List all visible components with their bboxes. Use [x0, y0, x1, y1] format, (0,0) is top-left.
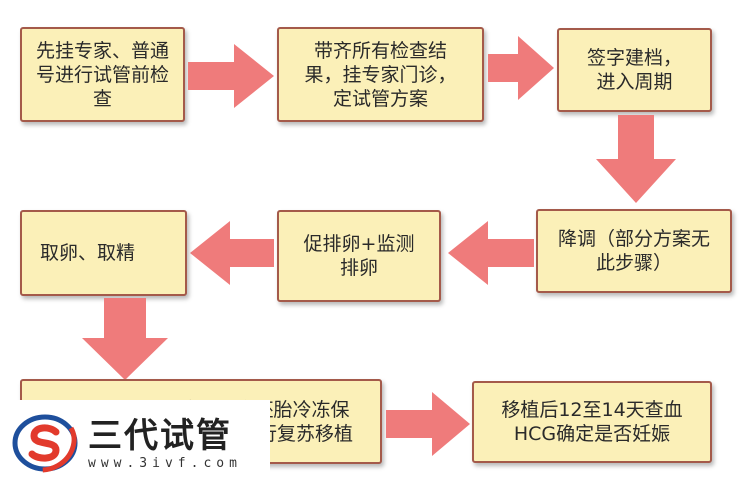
step-box-plan: 带齐所有检查结果，挂专家门诊，定试管方案: [277, 27, 484, 122]
arrow-down-1: [596, 115, 676, 203]
step-label: 降调（部分方案无此步骤）: [557, 228, 710, 274]
step-label: 先挂专家、普通号进行试管前检查: [35, 39, 169, 110]
arrow-right-1: [188, 44, 274, 108]
step-box-hcg-test: 移植后12至14天查血HCG确定是否妊娠: [472, 381, 712, 463]
step-box-stimulation: 促排卵+监测排卵: [277, 210, 441, 302]
step-label: 移植后12至14天查血HCG确定是否妊娠: [501, 399, 683, 445]
arrow-right-3: [386, 392, 470, 456]
watermark-logo: 三代试管 www.3ivf.com: [0, 400, 270, 486]
logo-url: www.3ivf.com: [88, 456, 242, 471]
arrow-right-2: [488, 36, 554, 100]
arrow-left-1: [448, 221, 534, 285]
step-box-downregulation: 降调（部分方案无此步骤）: [536, 209, 732, 293]
arrow-left-2: [190, 221, 274, 285]
logo-emblem-icon: [10, 408, 80, 482]
step-box-register: 签字建档，进入周期: [557, 28, 712, 112]
step-label: 带齐所有检查结果，挂专家门诊，定试管方案: [304, 39, 457, 110]
step-box-pre-ivf-exam: 先挂专家、普通号进行试管前检查: [20, 27, 185, 122]
step-label: 促排卵+监测排卵: [303, 233, 415, 279]
step-box-retrieval: 取卵、取精: [20, 210, 187, 296]
logo-title: 三代试管: [88, 416, 232, 456]
step-label: 签字建档，进入周期: [586, 47, 682, 93]
step-label: 取卵、取精: [40, 242, 136, 264]
arrow-down-2: [82, 298, 168, 380]
